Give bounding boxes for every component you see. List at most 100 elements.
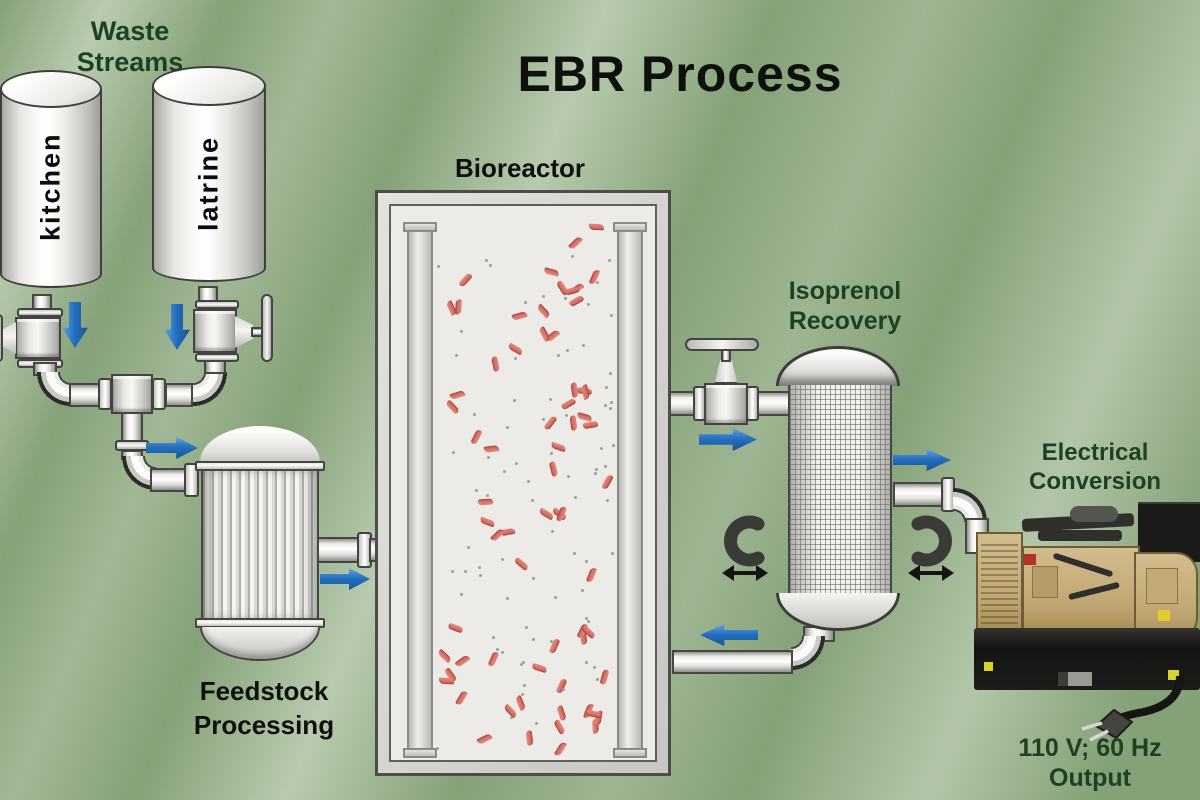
- bubble-dot: [514, 357, 517, 360]
- electrical-label: Electrical Conversion: [1008, 438, 1182, 496]
- electrical-line1: Electrical: [1041, 439, 1149, 466]
- bubble-dot: [608, 259, 611, 262]
- isoprenol-label: Isoprenol Recovery: [758, 276, 932, 336]
- flow-arrow-kitchen-icon: [62, 302, 88, 348]
- generator-alternator: [1134, 552, 1198, 640]
- bioreactor-rail-right-base: [613, 748, 647, 758]
- bubble-dot: [564, 297, 567, 300]
- bioreactor-frame: [375, 190, 671, 776]
- bubble-dot: [571, 255, 574, 258]
- bioreactor-rail-left: [407, 230, 433, 750]
- recycle-arrow-icon: [700, 624, 758, 646]
- bubble-dot: [585, 617, 588, 620]
- bacterium: [599, 668, 610, 686]
- bubble-dot: [604, 465, 607, 468]
- bacterium: [513, 556, 530, 572]
- bubble-dot: [503, 470, 506, 473]
- bubble-dot: [473, 413, 476, 416]
- magnet-right-icon: [911, 515, 952, 567]
- latrine-tank-label: latrine: [193, 135, 224, 231]
- bubble-dot: [478, 501, 481, 504]
- bubble-dot: [562, 688, 565, 691]
- bubble-dot: [567, 475, 570, 478]
- page-title: EBR Process: [517, 46, 843, 102]
- bubble-dot: [436, 747, 439, 750]
- bacterium: [570, 382, 579, 398]
- bubble-dot: [554, 596, 557, 599]
- bubble-dot: [485, 259, 488, 262]
- bubble-dot: [565, 414, 568, 417]
- feed-outlet-pipe: [317, 537, 361, 563]
- bacterium: [436, 648, 453, 664]
- discharge-valve-bonnet: [714, 360, 738, 384]
- feed-inlet-flange: [184, 463, 199, 497]
- base-label-yellow2: [1168, 670, 1179, 680]
- isoprenol-dome-bottom: [776, 593, 900, 631]
- gen-elbow: [953, 470, 1005, 522]
- bubble-dot: [605, 386, 608, 389]
- flow-arrow-latrine-icon: [164, 304, 190, 350]
- tee-flange-left: [98, 378, 112, 410]
- isoprenol-line2: Recovery: [788, 307, 902, 335]
- isoprenol-dome-top: [776, 346, 900, 386]
- bubble-dot: [452, 451, 455, 454]
- isoprenol-inlet-pipe: [757, 391, 793, 416]
- bacterium: [601, 473, 614, 491]
- bubble-dot: [475, 489, 478, 492]
- feed-elbow: [110, 456, 156, 500]
- bubble-dot: [486, 494, 489, 497]
- bubble-dot: [460, 593, 463, 596]
- bubble-dot: [587, 303, 590, 306]
- bioreactor-culture: [435, 222, 617, 757]
- feed-inlet-pipe: [150, 468, 188, 492]
- bubble-dot: [522, 661, 525, 664]
- bacterium: [507, 342, 524, 356]
- latrine-drop-pipe: [204, 360, 226, 374]
- latrine-valve-body: [193, 309, 237, 353]
- bubble-dot: [515, 462, 518, 465]
- generator-engine-block: [1022, 546, 1140, 632]
- kitchen-valve-cone: [0, 322, 16, 354]
- bubble-dot: [532, 638, 535, 641]
- bioreactor-rail-left-base: [403, 748, 437, 758]
- bubble-dot: [582, 344, 585, 347]
- gen-feed-pipe: [893, 482, 945, 507]
- bubble-dot: [437, 265, 440, 268]
- bioreactor-label: Bioreactor: [454, 153, 586, 183]
- bacterium: [449, 389, 466, 401]
- output-label: 110 V; 60 Hz Output: [988, 733, 1192, 793]
- tee-junction: [111, 374, 153, 414]
- bubble-dot: [574, 496, 577, 499]
- bubble-dot: [496, 648, 499, 651]
- bacterium: [576, 412, 593, 422]
- recycle-pipe: [672, 650, 793, 674]
- flow-arrow-to-bioreactor-icon: [320, 568, 370, 590]
- bubble-dot: [506, 426, 509, 429]
- bubble-dot: [557, 354, 560, 357]
- bacterium: [555, 677, 568, 695]
- bubble-dot: [596, 678, 599, 681]
- bubble-dot: [610, 401, 613, 404]
- latrine-tank: latrine: [152, 86, 266, 282]
- bacterium: [531, 662, 548, 674]
- bacterium: [447, 622, 464, 634]
- bacterium: [543, 267, 560, 277]
- engine-cable: [1052, 552, 1114, 578]
- bubble-dot: [489, 264, 492, 267]
- engine-cable2: [1068, 581, 1120, 601]
- feedstock-label: Feedstock Processing: [158, 674, 370, 742]
- bubble-dot: [523, 684, 526, 687]
- bacterium: [455, 299, 462, 315]
- bacterium: [445, 399, 460, 415]
- bacterium: [568, 294, 585, 308]
- latrine-valve-cone: [235, 316, 253, 348]
- bioreactor-interior: [389, 204, 657, 762]
- bubble-dot: [596, 281, 599, 284]
- bacterium: [476, 732, 493, 746]
- bacterium: [454, 654, 471, 668]
- generator-muffler: [1070, 506, 1118, 522]
- bubble-dot: [464, 570, 467, 573]
- bubble-dot: [604, 404, 607, 407]
- bubble-dot: [609, 372, 612, 375]
- bacterium: [569, 415, 578, 431]
